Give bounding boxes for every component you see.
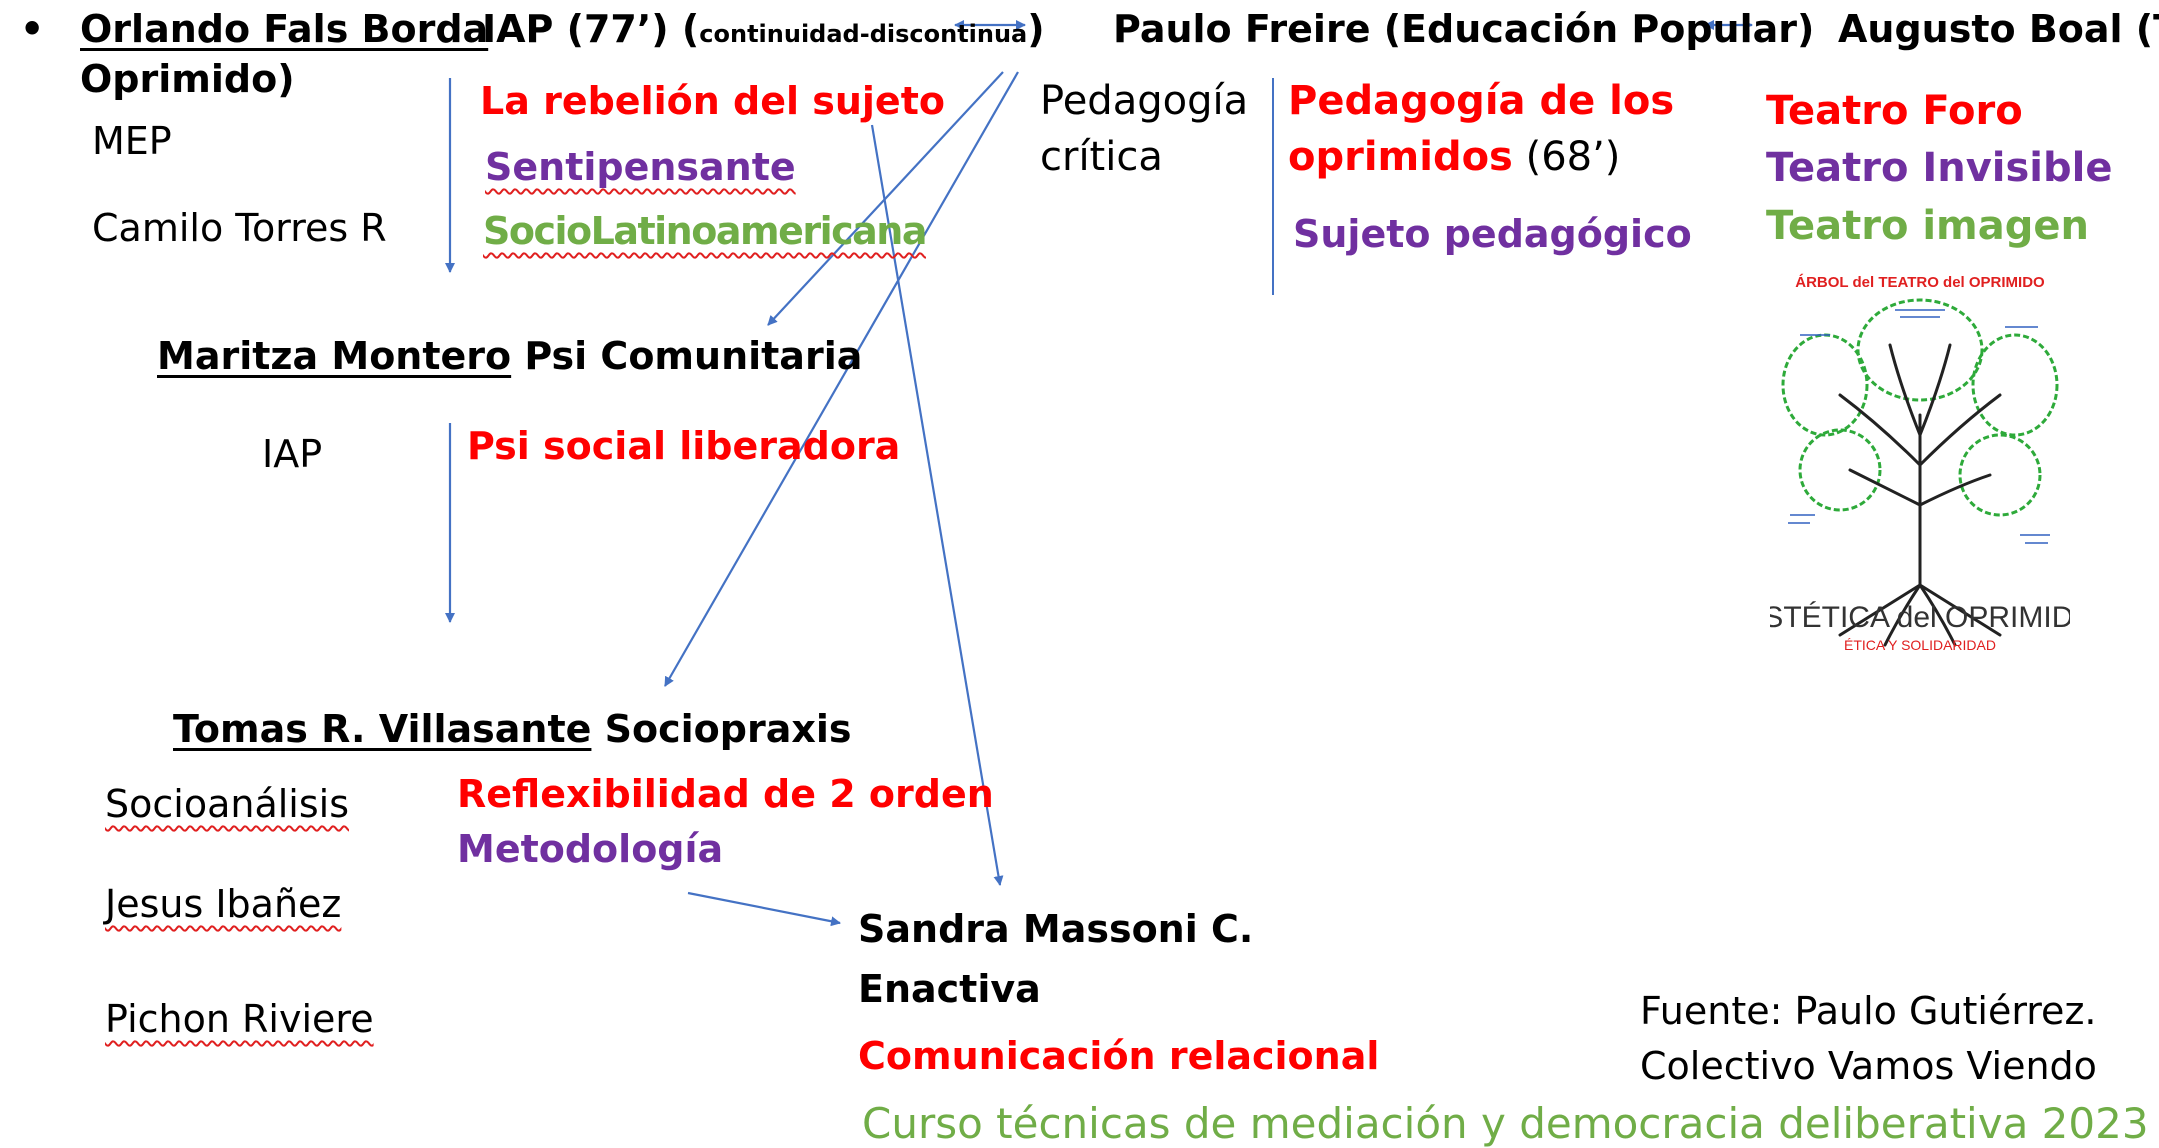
rebelion-sujeto: La rebelión del sujeto [480,79,945,123]
massoni-name: Sandra Massoni C. [858,907,1254,951]
arrow-continuidad-to-montero [767,71,1004,326]
boal-title-cont: Oprimido) [80,57,295,101]
continuidad-label: continuidad-discontinua [699,20,1028,48]
tree-sub-label: ÉTICA Y SOLIDARIDAD [1844,637,1996,653]
freire-title: Paulo Freire (Educación Popular) [1113,7,1815,51]
curso-footer: Curso técnicas de mediación y democracia… [862,1099,2149,1148]
arbol-teatro-oprimido-image: ÁRBOL del TEATRO del OPRIMIDO ESTÉTICA d… [1770,274,2070,653]
teatro-imagen: Teatro imagen [1766,203,2089,249]
boal-title: Augusto Boal (T. [1838,7,2159,51]
metodologia: Metodología [457,827,724,871]
teatro-invisible: Teatro Invisible [1766,145,2113,191]
montero-name: Maritza Montero [157,334,512,378]
reflexibilidad: Reflexibilidad de 2 orden [457,772,994,816]
sentipensante: Sentipensante [485,145,796,189]
pedagogia-oprimidos-line2: oprimidos (68’) [1288,134,1620,180]
montero-field: Psi Comunitaria [511,334,863,378]
villasante-name: Tomas R. Villasante [173,707,592,751]
pedagogia-oprimidos-line1: Pedagogía de los [1288,78,1675,124]
pichon-riviere: Pichon Riviere [105,997,374,1041]
mep-label: MEP [92,119,172,163]
iap-77-label: IAP (77’) (continuidad-discontinua) [482,7,1045,52]
iap-77-text: IAP (77’) ( [482,7,700,51]
socioanalisis: Socioanálisis [105,782,349,826]
jesus-ibanez: Jesus Ibañez [105,882,342,926]
fuente-line1: Fuente: Paulo Gutiérrez. [1640,989,2097,1033]
psi-social-liberadora: Psi social liberadora [467,424,901,468]
oprimidos-year: (68’) [1512,134,1621,180]
fuente-line2: Colectivo Vamos Viendo [1640,1044,2097,1088]
massoni-enactiva: Enactiva [858,967,1041,1011]
teatro-foro: Teatro Foro [1766,88,2023,134]
oprimidos-word: oprimidos [1288,134,1513,180]
tree-title: ÁRBOL del TEATRO del OPRIMIDO [1795,274,2045,291]
comunicacion-relacional: Comunicación relacional [858,1034,1380,1078]
montero-line: Maritza Montero Psi Comunitaria [157,334,863,379]
tree-bottom-label: ESTÉTICA del OPRIMIDO [1770,601,2070,634]
villasante-field: Sociopraxis [591,707,852,751]
sociolatinoamericana: SocioLatinoamericana [483,209,927,253]
arrow-continuidad-to-villasante [664,71,1019,687]
villasante-line: Tomas R. Villasante Sociopraxis [173,707,852,752]
montero-iap: IAP [262,432,323,476]
sujeto-pedagogico: Sujeto pedagógico [1293,212,1692,256]
pedagogia-critica-line1: Pedagogía [1040,78,1249,124]
fals-borda-name: Orlando Fals Borda [80,7,489,51]
pedagogia-critica-line2: crítica [1040,134,1163,180]
arrow-rebelion-to-massoni [870,124,1004,886]
bullet: • [20,7,45,51]
continuidad-close: ) [1027,7,1045,51]
arrow-metodologia-to-massoni [687,891,841,927]
camilo-torres-label: Camilo Torres R [92,206,387,250]
